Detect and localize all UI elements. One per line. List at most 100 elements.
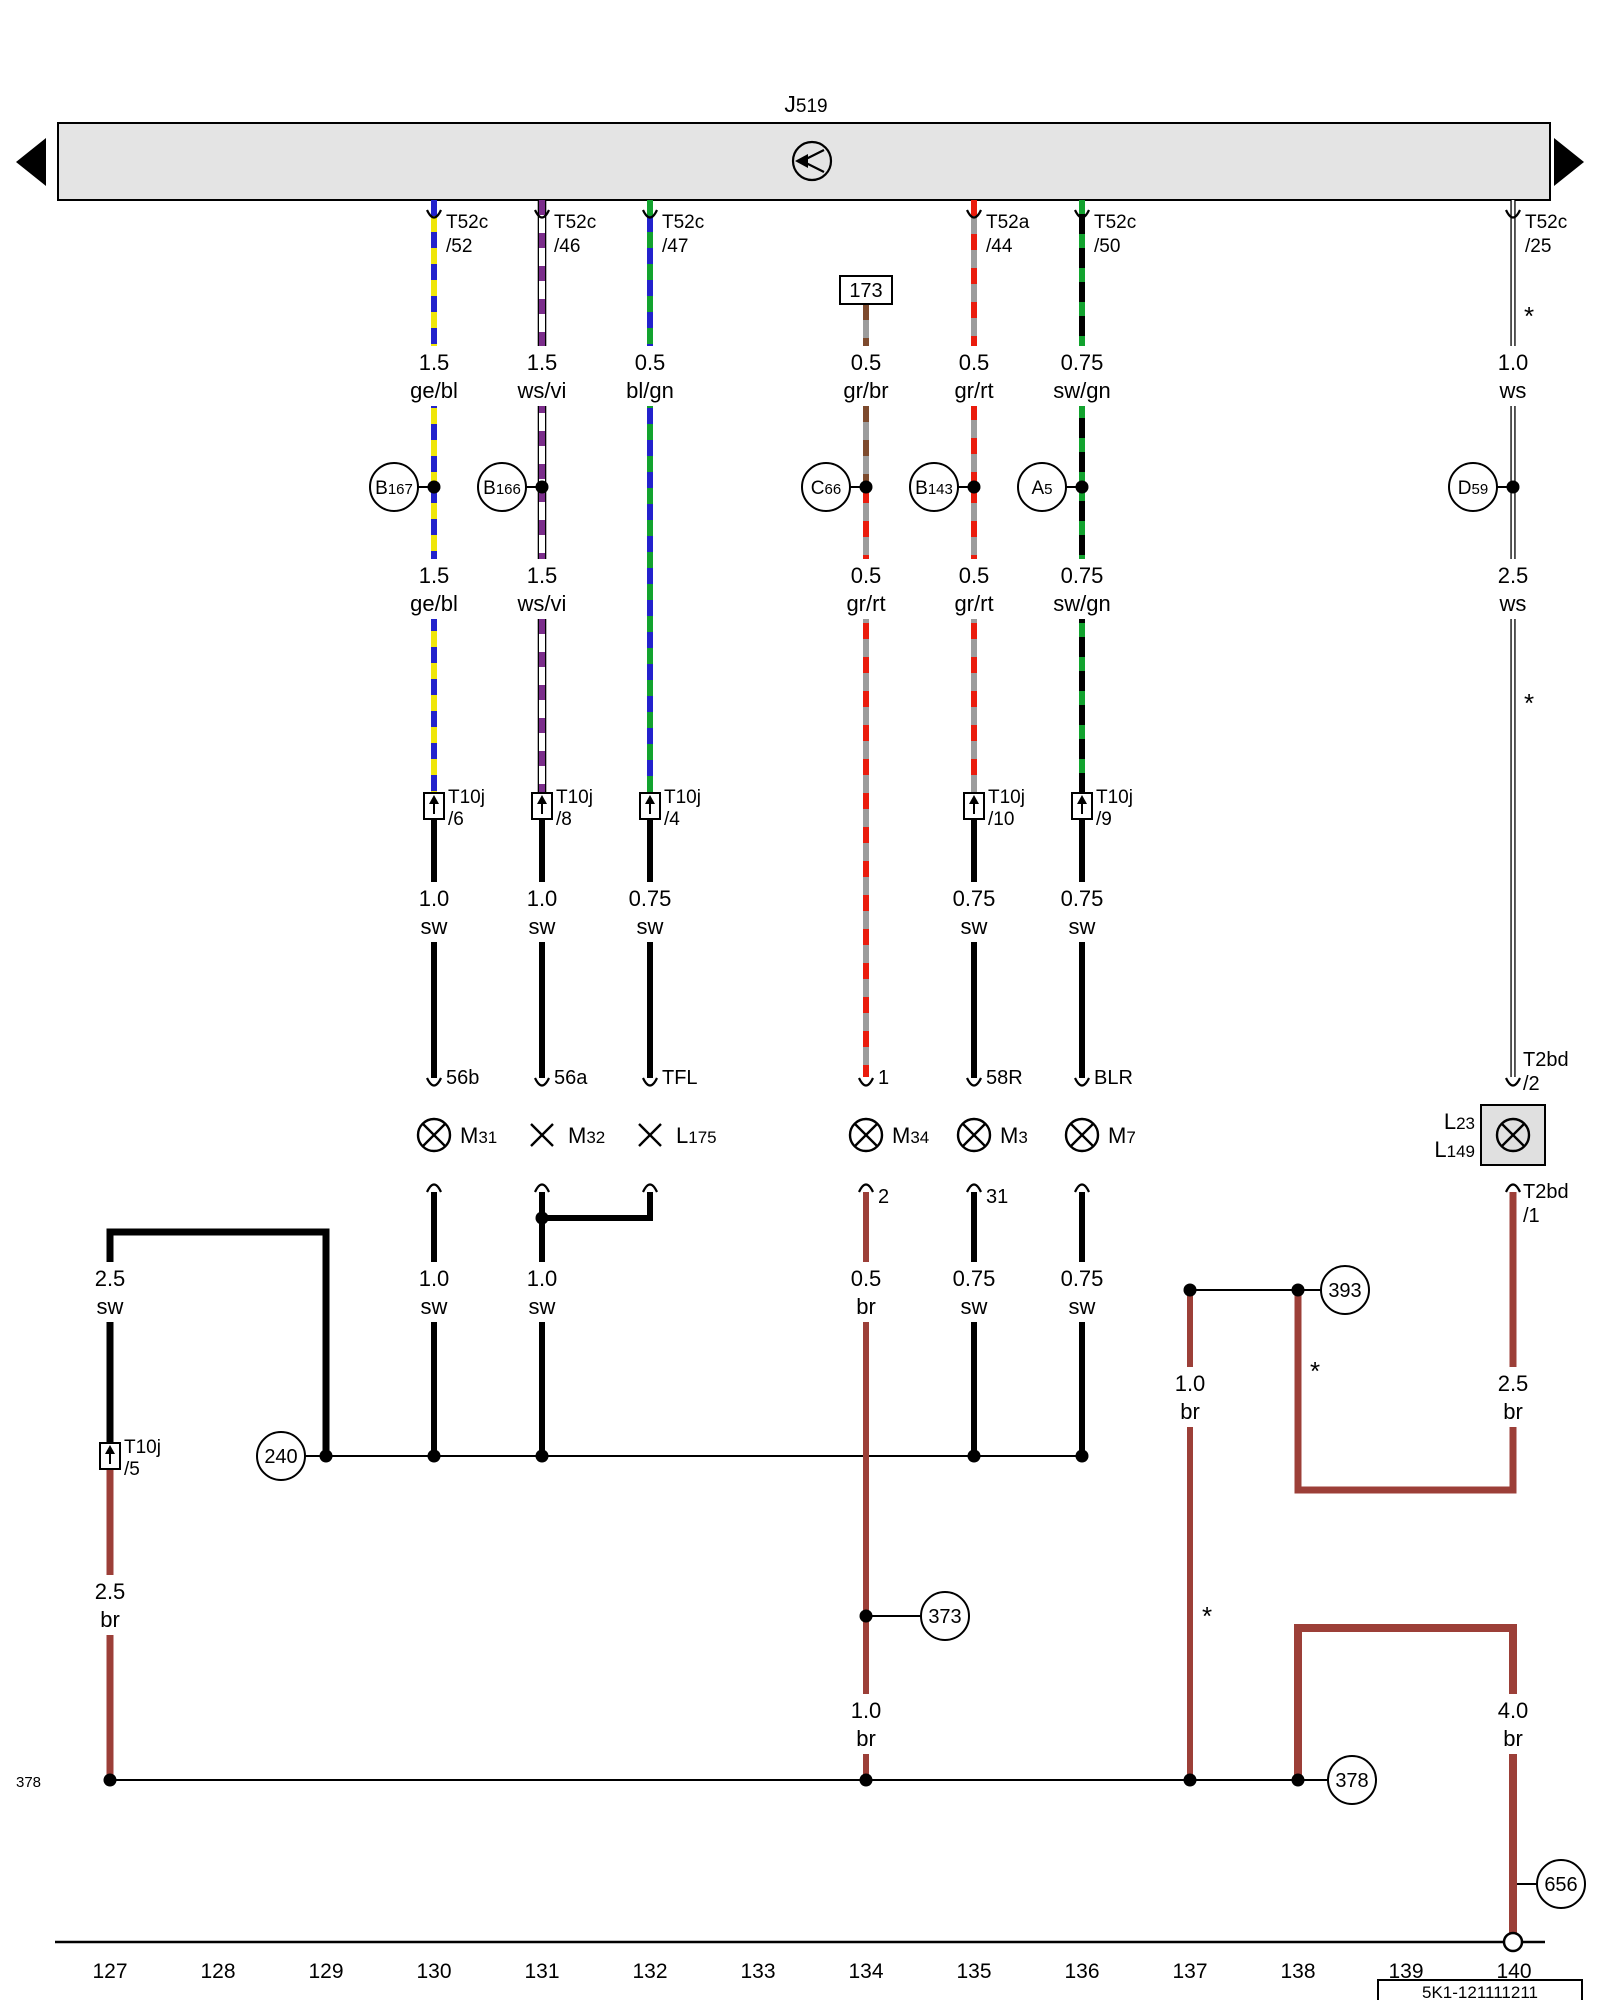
wire-color-label: sw xyxy=(1069,1294,1096,1319)
wire-size-label: 0.75 xyxy=(1061,886,1104,911)
junction-dot xyxy=(427,1449,441,1463)
inline-connector-label: T10j xyxy=(556,787,593,808)
lamp-icon xyxy=(956,1117,992,1153)
label-mask xyxy=(616,346,684,406)
t10j-arrow-icon xyxy=(537,795,547,804)
label-mask xyxy=(400,882,468,942)
junction-dot xyxy=(1075,1449,1089,1463)
connector-circle-label: B166 xyxy=(483,478,521,499)
lamp-icon xyxy=(848,1117,884,1153)
label-mask xyxy=(1048,559,1116,619)
lamp-icon xyxy=(961,1122,987,1148)
junction-circle xyxy=(1327,1755,1377,1805)
label-mask xyxy=(1479,1367,1547,1427)
terminal-label: T2bd xyxy=(1523,1049,1569,1071)
junction-dot xyxy=(535,1449,549,1463)
connector-fork-icon xyxy=(534,1077,550,1087)
wire-color-label: sw xyxy=(529,1294,556,1319)
t10j-arrow-icon xyxy=(1077,795,1087,804)
connector-circle-label: C66 xyxy=(811,478,841,499)
lamp-icon xyxy=(530,1123,554,1147)
continuation-arrow xyxy=(16,138,46,186)
terminal-label: 56b xyxy=(446,1067,479,1089)
lamp-label: M31 xyxy=(460,1123,497,1148)
connector-circle xyxy=(369,462,419,512)
label-mask xyxy=(508,559,576,619)
wire-color-label: sw/gn xyxy=(1053,378,1110,403)
terminal-label: 31 xyxy=(986,1186,1008,1208)
wire-color-label: ws/vi xyxy=(517,378,567,403)
reference-box xyxy=(839,275,893,305)
track-number: 130 xyxy=(416,1960,451,1983)
junction-dot xyxy=(1291,1773,1305,1787)
footer-code: 5K1-121111211 xyxy=(1422,1983,1538,2000)
wire-size-label: 0.5 xyxy=(959,350,990,375)
bar-connector-label: /25 xyxy=(1525,236,1551,257)
bar-connector-label: /46 xyxy=(554,236,580,257)
wire-color-label: gr/rt xyxy=(954,378,993,403)
wire-size-label: 0.5 xyxy=(635,350,666,375)
wire-color-label: br xyxy=(856,1726,876,1751)
connector-circle xyxy=(1448,462,1498,512)
wire-color-label: ws xyxy=(1499,591,1527,616)
track-number: 131 xyxy=(524,1960,559,1983)
wire-color-label: ge/bl xyxy=(410,591,458,616)
track-number: 139 xyxy=(1388,1960,1423,1983)
lamp-box-label: L149 xyxy=(1434,1137,1475,1162)
inline-connector-label: T10j xyxy=(664,787,701,808)
label-mask xyxy=(76,1262,144,1322)
connector-circle xyxy=(1017,462,1067,512)
connector-circle xyxy=(801,462,851,512)
track-number: 137 xyxy=(1172,1960,1207,1983)
wire-size-label: 0.75 xyxy=(1061,1266,1104,1291)
lamp-icon xyxy=(1495,1117,1531,1153)
connector-circle xyxy=(909,462,959,512)
terminal-label: 2 xyxy=(878,1186,889,1208)
bus-node-icon xyxy=(795,154,808,168)
bar-connector-label: /52 xyxy=(446,236,472,257)
inline-connector-label: /5 xyxy=(124,1459,140,1480)
terminal-label: 58R xyxy=(986,1067,1023,1089)
bar-connector-label: /47 xyxy=(662,236,688,257)
bus-bar-title: J519 xyxy=(784,91,827,117)
junction-dot xyxy=(859,1773,873,1787)
bar-connector-label: /44 xyxy=(986,236,1013,257)
junction-circle xyxy=(256,1431,306,1481)
t10j-arrow-icon xyxy=(105,1445,115,1454)
junction-dot xyxy=(103,1773,117,1787)
reference-box-label: 173 xyxy=(849,280,882,302)
connector-fork-icon xyxy=(858,1077,874,1087)
label-mask xyxy=(616,882,684,942)
label-mask xyxy=(1479,346,1547,406)
label-mask xyxy=(1479,1694,1547,1754)
wire-size-label: 0.75 xyxy=(953,886,996,911)
lamp-label: M3 xyxy=(1000,1123,1028,1148)
junction-circle-label: 240 xyxy=(264,1446,297,1468)
wire-color-label: sw/gn xyxy=(1053,591,1110,616)
wire-br-l23-ground xyxy=(1294,1192,1517,1494)
label-mask xyxy=(1048,882,1116,942)
label-mask xyxy=(508,346,576,406)
connector-fork-icon xyxy=(1505,1077,1521,1087)
wire-size-label: 4.0 xyxy=(1498,1698,1529,1723)
ground-terminal-icon xyxy=(1502,1931,1524,1953)
bar-connector-label: T52a xyxy=(986,212,1030,233)
terminal-label: T2bd xyxy=(1523,1181,1569,1203)
wire-size-label: 0.75 xyxy=(629,886,672,911)
inline-connector-label: T10j xyxy=(448,787,485,808)
wire-color-label: br xyxy=(1503,1399,1523,1424)
label-mask xyxy=(400,1262,468,1322)
track-number: 127 xyxy=(92,1960,127,1983)
lamp-icon xyxy=(853,1122,879,1148)
asterisk-note: * xyxy=(1524,688,1534,718)
continuation-arrow xyxy=(1554,138,1584,186)
track-number: 128 xyxy=(200,1960,235,1983)
junction-dot xyxy=(319,1449,333,1463)
track-number: 135 xyxy=(956,1960,991,1983)
bus-node-icon xyxy=(791,140,833,182)
label-mask xyxy=(832,346,900,406)
asterisk-note: * xyxy=(1202,1601,1212,1631)
connector-circle-label: B143 xyxy=(915,478,953,499)
label-mask xyxy=(940,346,1008,406)
